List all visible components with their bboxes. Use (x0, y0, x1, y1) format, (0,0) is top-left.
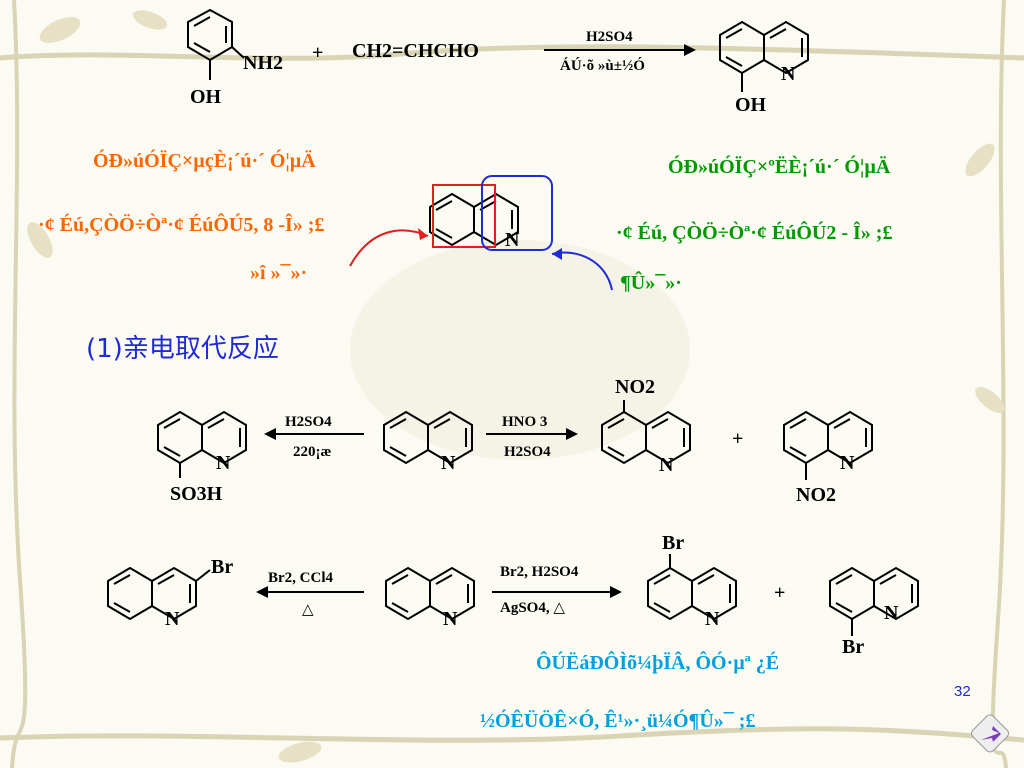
3-bromo-n-label: N (165, 608, 180, 630)
product-oh-label: OH (735, 94, 767, 116)
skraup-cond-top: H2SO4 (586, 29, 633, 45)
sulfonation-arrow (264, 428, 364, 440)
hydroxyquinoline-structure (719, 20, 809, 92)
sulfonation-cond-top: H2SO4 (285, 414, 332, 430)
center-quinoline-diagram (349, 175, 613, 291)
bromination-right-arrow (492, 586, 622, 598)
8-nitroquinoline (783, 410, 873, 480)
section-title: (1)亲电取代反应 (86, 334, 279, 364)
nitration-reactant-n-label: N (441, 452, 456, 474)
3-bromo-br-label: Br (211, 556, 234, 578)
bromination-right-cond-bottom: AgSO4, △ (500, 600, 565, 616)
orange-note-line3: »î »¯»· (250, 262, 308, 284)
skraup-cond-bottom: ÁÚ·õ »ù±½Ó (560, 58, 645, 74)
bromination-right-cond-top: Br2, H2SO4 (500, 564, 579, 580)
5-bromo-n-label: N (705, 608, 720, 630)
arrow-right-icon (970, 714, 1010, 753)
green-note-line3: ¶Û»¯»· (620, 272, 682, 294)
8-bromo-n-label: N (884, 602, 899, 624)
orange-note-line1: ÓÐ»úÓÏÇ×µçÈ¡´ú·´ Ó¦µÄ (93, 150, 316, 172)
bromination-left-cond-top: Br2, CCl4 (268, 570, 333, 586)
bromination-reactant-n-label: N (443, 608, 458, 630)
nitration-cond-bottom: H2SO4 (504, 444, 551, 460)
5-bromo-br-label: Br (662, 532, 685, 554)
bromination-left-cond-bottom: △ (302, 602, 314, 618)
3-bromoquinoline (107, 566, 211, 621)
8-nitro-n-label: N (840, 452, 855, 474)
skraup-arrow (544, 44, 696, 56)
green-note-line1: ÓÐ»úÓÏÇ×ºËÈ¡´ú·´ Ó¦µÄ (668, 156, 891, 178)
page-number: 32 (954, 683, 971, 700)
orange-note-line2: ·¢ Éú,ÇÒÖ÷Òª·¢ ÉúÔÚ5, 8 -Î» ;£ (38, 214, 325, 236)
sulfonic-n-label: N (216, 452, 231, 474)
green-note-line2: ·¢ Éú, ÇÒÖ÷Òª·¢ ÉúÔÚ2 - Î» ;£ (616, 222, 893, 244)
8-bromo-br-label: Br (842, 636, 865, 658)
oh-label: OH (190, 86, 222, 108)
nitration-cond-top: HNO 3 (502, 414, 548, 430)
quinoline-nitration-reactant (383, 410, 473, 465)
bromination-left-arrow (256, 586, 364, 598)
acrolein-formula: CH2=CHCHO (352, 40, 479, 62)
cyan-note-line1: ÔÚËáÐÔÌõ¼þÏÂ, ÔÓ·µª ¿É (536, 652, 780, 674)
quinoline-n-label: N (781, 63, 796, 85)
nitration-plus: + (732, 428, 744, 450)
plus-sign: + (312, 42, 324, 64)
next-slide-button[interactable] (968, 712, 1012, 756)
5-bromoquinoline (647, 554, 737, 621)
cyan-note-line2: ½ÓÊÜÖÊ×Ó, Ê¹»·¸ü¼Ó¶Û»¯ ;£ (480, 710, 756, 732)
8-bromoquinoline (829, 566, 919, 636)
nitration-arrow (486, 428, 578, 440)
center-n-label: N (505, 229, 520, 251)
5-nitroquinoline (601, 400, 691, 465)
sulfonation-cond-bottom: 220¡æ (293, 444, 332, 460)
bromination-plus: + (774, 582, 786, 604)
aminophenol-structure (187, 8, 245, 80)
no2-bottom-label: NO2 (796, 484, 836, 506)
5-nitro-n-label: N (659, 454, 674, 476)
quinoline-bromination-reactant (385, 566, 475, 621)
so3h-label: SO3H (170, 483, 223, 505)
sulfonic-acid-quinoline (157, 410, 247, 478)
nh2-label: NH2 (243, 52, 283, 74)
no2-top-label: NO2 (615, 376, 655, 398)
